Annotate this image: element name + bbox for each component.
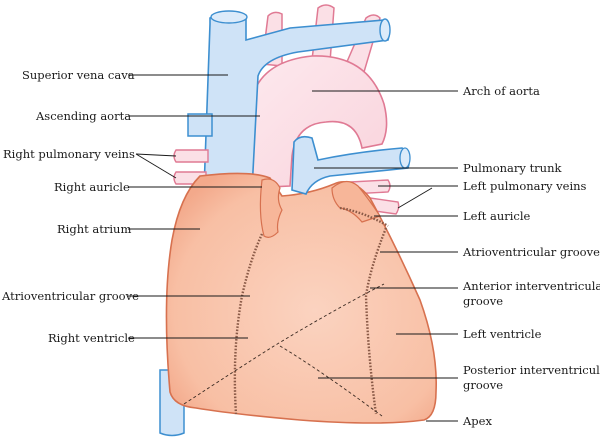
label-left-pulmonary-veins: Left pulmonary veins xyxy=(463,179,587,193)
aortic-arch xyxy=(247,55,388,189)
right-pulmonary-vein-upper xyxy=(173,149,209,163)
label-posterior-interventricular-groove-1: Posterior interventricular xyxy=(463,363,600,377)
right-auricle xyxy=(259,178,283,238)
label-pulmonary-trunk: Pulmonary trunk xyxy=(463,161,562,175)
coronary-dashed-lower xyxy=(279,345,383,417)
left-auricle xyxy=(331,180,381,223)
anterior-interventricular-groove xyxy=(364,227,388,415)
label-anterior-interventricular-groove-2: groove xyxy=(463,294,503,308)
label-right-ventricle: Right ventricle xyxy=(48,331,135,345)
label-atrioventricular-groove-right: Atrioventricular groove xyxy=(462,245,600,259)
right-pulmonary-artery xyxy=(187,113,213,137)
label-right-atrium: Right atrium xyxy=(57,222,131,236)
label-right-pulmonary-veins: Right pulmonary veins xyxy=(3,147,135,161)
pulmonary-trunk-opening xyxy=(399,147,411,169)
label-posterior-interventricular-groove-2: groove xyxy=(463,378,503,392)
label-right-auricle: Right auricle xyxy=(54,180,130,194)
label-left-ventricle: Left ventricle xyxy=(463,327,542,341)
label-ascending-aorta: Ascending aorta xyxy=(35,109,131,123)
svc-opening xyxy=(210,10,248,24)
pulmonary-trunk xyxy=(291,135,410,195)
label-left-auricle: Left auricle xyxy=(463,209,531,223)
coronary-dashed-upper xyxy=(183,283,385,405)
label-arch-of-aorta: Arch of aorta xyxy=(462,84,540,98)
label-anterior-interventricular-groove-1: Anterior interventricular xyxy=(462,279,600,293)
label-atrioventricular-groove-left: Atrioventricular groove xyxy=(1,289,139,303)
label-superior-vena-cava: Superior vena cava xyxy=(22,68,135,82)
brachiocephalic-opening xyxy=(379,18,391,42)
label-apex: Apex xyxy=(462,414,492,428)
left-av-groove xyxy=(339,206,389,228)
